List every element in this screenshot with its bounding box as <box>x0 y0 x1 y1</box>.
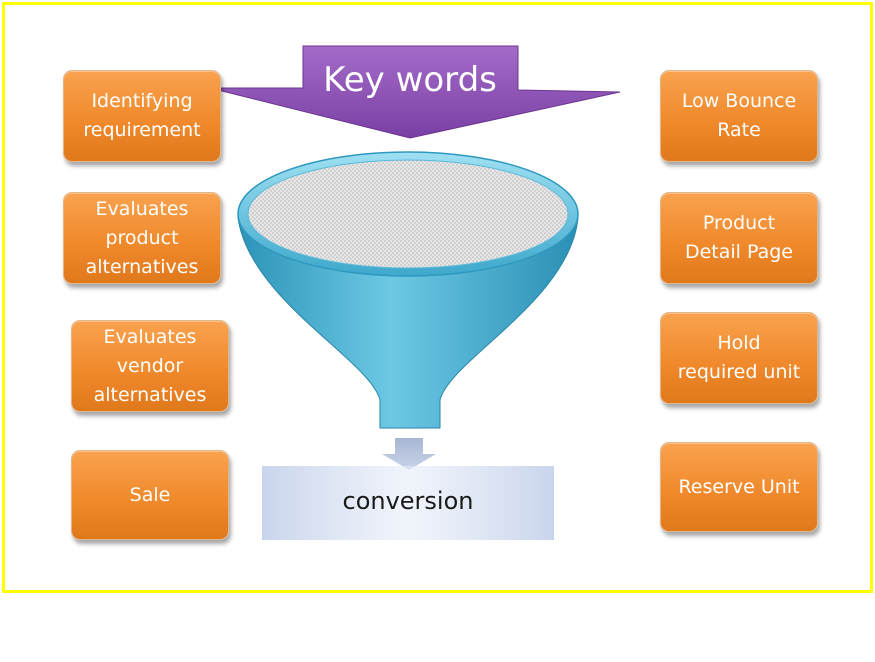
keywords-banner-arrow <box>209 45 621 139</box>
step-evaluates-product-alternatives: Evaluates product alternatives <box>63 192 221 284</box>
funnel <box>237 151 579 429</box>
step-low-bounce-rate: Low Bounce Rate <box>660 70 818 162</box>
step-hold-required-unit: Hold required unit <box>660 312 818 404</box>
step-reserve-unit: Reserve Unit <box>660 442 818 532</box>
down-arrow-icon <box>382 438 436 470</box>
step-evaluates-vendor-alternatives: Evaluates vendor alternatives <box>71 320 229 412</box>
conversion-band <box>262 466 554 540</box>
step-sale: Sale <box>71 450 229 540</box>
step-product-detail-page: Product Detail Page <box>660 192 818 284</box>
keywords-label: Key words <box>323 60 497 100</box>
step-identifying-requirement: Identifying requirement <box>63 70 221 162</box>
conversion-label: conversion <box>342 487 474 515</box>
